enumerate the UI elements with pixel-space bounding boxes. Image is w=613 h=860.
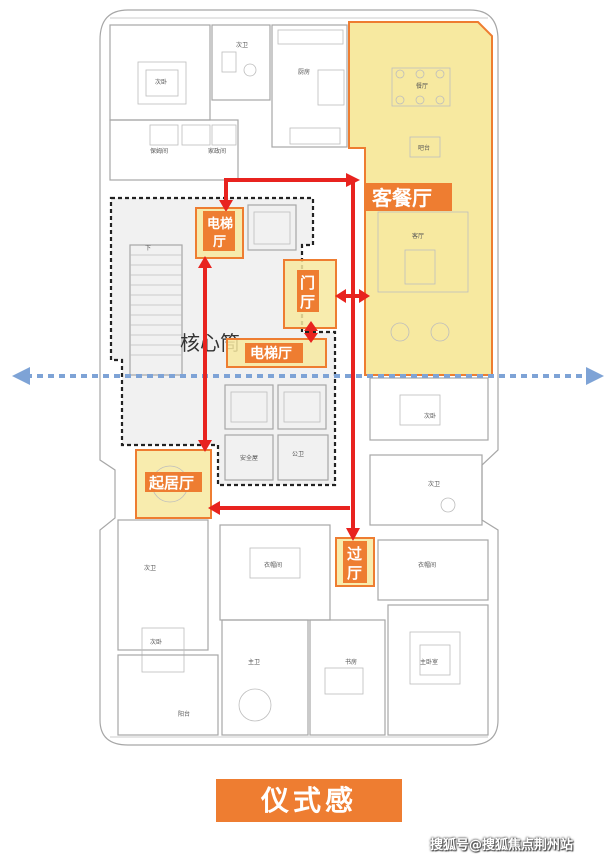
room-label-bedroom-left: 次卧 [150, 638, 162, 646]
label-foyer-line1: 门 [300, 274, 315, 292]
label-living-dining: 客餐厅 [371, 186, 432, 210]
room-label-main-bath: 主卫 [248, 658, 260, 666]
label-passage-line1: 过 [347, 545, 362, 563]
room-label-walkin: 衣帽间 [418, 561, 436, 569]
horizontal-axis [12, 367, 604, 385]
label-elevator-hall-upper-line2: 厅 [213, 235, 226, 250]
building-outline [99, 9, 499, 746]
arrow-heads [198, 173, 370, 541]
label-passage-line2: 厅 [347, 564, 362, 582]
room-label-laundry: 家政间 [208, 147, 226, 155]
room-label-public-wc: 公卫 [292, 451, 304, 458]
room-label-safe-room: 安全屋 [240, 454, 258, 462]
label-elevator-hall-lower: 电梯厅 [250, 345, 292, 362]
stair-down-label: 下 [145, 245, 151, 252]
room-label-dining: 餐厅 [416, 82, 428, 90]
lower-rooms: 次卧 次卫 次卫 次卧 衣帽间 衣帽间 主卫 书房 主卧室 阳台 [117, 377, 489, 736]
room-label-study: 书房 [345, 658, 357, 666]
room-label-balcony: 阳台 [178, 710, 190, 718]
room-label-bath-left: 次卫 [144, 564, 156, 572]
room-label-master-bedroom: 主卧室 [420, 658, 438, 666]
room-label-bedroom-top: 次卧 [155, 78, 167, 86]
label-elevator-hall-upper-line1: 电梯 [207, 216, 233, 232]
room-label-bedroom-right: 次卧 [424, 412, 436, 420]
upper-left-rooms: 次卧 次卫 厨房 保姆间 家政间 [109, 24, 348, 181]
room-label-bath-right: 次卫 [428, 480, 440, 488]
label-foyer-line2: 厅 [300, 293, 315, 311]
room-label-cloak-center: 衣帽间 [264, 561, 282, 569]
room-label-nanny: 保姆间 [150, 147, 168, 155]
room-label-kitchen: 厨房 [298, 68, 310, 76]
core-zone: 下 安全屋 公卫 核心筒 [109, 196, 337, 487]
room-label-bar: 吧台 [418, 144, 430, 152]
watermark: 搜狐号@搜狐焦点荆州站 [430, 838, 574, 853]
title-badge: 仪式感 [216, 779, 402, 822]
room-label-bath-top: 次卫 [236, 41, 248, 49]
label-sitting-room: 起居厅 [148, 474, 194, 492]
room-label-living: 客厅 [412, 232, 424, 240]
label-tags: 客餐厅 电梯 厅 门 厅 电梯厅 起居厅 过 厅 [145, 183, 452, 583]
